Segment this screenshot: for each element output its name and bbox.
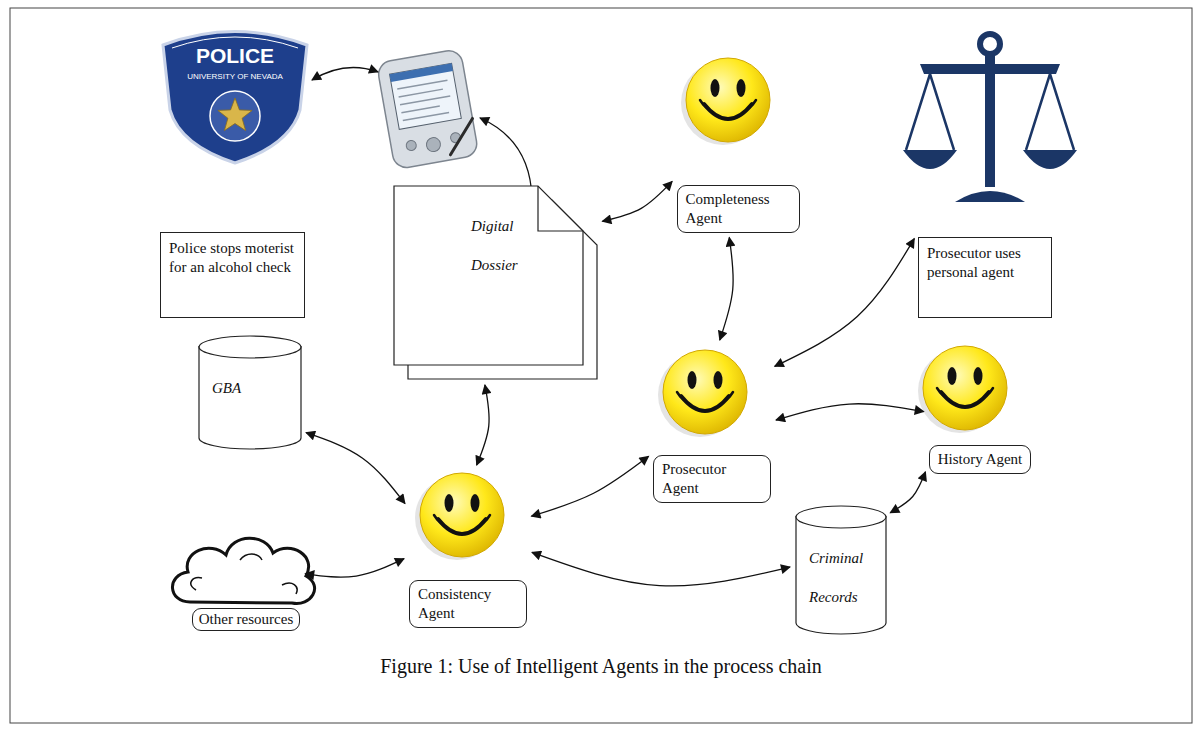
text-box: Prosecutor uses personal agent xyxy=(918,30,1052,318)
scales-of-justice-part xyxy=(1023,150,1077,169)
connector-arrow xyxy=(477,385,490,465)
node-frame: History Agent xyxy=(929,445,1032,474)
connector-arrow xyxy=(531,456,648,516)
connector-arrow xyxy=(602,181,672,221)
connector-arrow xyxy=(720,237,733,340)
node-label: Digital Dossier xyxy=(471,207,541,285)
scales-of-justice-part xyxy=(980,34,1000,54)
cloud-symbol-part xyxy=(191,554,297,594)
agent-smiley xyxy=(918,346,1007,433)
node-frame: Digital Dossier xyxy=(393,185,598,380)
node-label: Prosecutor Agent xyxy=(662,460,762,498)
police-badge-part xyxy=(218,98,252,131)
pda-device-part xyxy=(445,118,478,154)
node-label: Criminal Records xyxy=(809,539,877,617)
node-frame: Consistency Agent xyxy=(409,580,527,628)
cloud-symbol-part xyxy=(172,538,314,603)
document-outline-part xyxy=(538,186,583,231)
police-badge-part xyxy=(210,91,260,141)
connector-arrow xyxy=(305,559,404,578)
cylinder-outline xyxy=(795,505,887,635)
node-frame: GBA xyxy=(198,335,302,450)
scales-of-justice-part xyxy=(985,55,995,187)
police-badge-part xyxy=(163,32,307,164)
node-label: Consistency Agent xyxy=(418,585,518,623)
scales-of-justice-part xyxy=(906,74,1074,150)
node-frame: Completeness Agent xyxy=(677,185,800,233)
agent-smiley xyxy=(415,473,504,560)
cloud-symbol xyxy=(172,538,314,603)
connector-arrow xyxy=(532,552,790,586)
connector-arrow xyxy=(776,404,924,420)
text-box: Police stops moterist for an alcohol che… xyxy=(160,232,305,318)
node-frame: Prosecutor uses personal agent xyxy=(918,237,1052,318)
node-label: Completeness Agent xyxy=(686,190,791,228)
badge-title: POLICE xyxy=(165,44,305,68)
pda-device xyxy=(376,49,478,170)
agent-node: Completeness Agent xyxy=(677,55,800,233)
cylinder-outline-part xyxy=(199,336,301,358)
connector-arrow xyxy=(890,472,925,513)
document-outline xyxy=(393,185,598,380)
agent-node: History Agent xyxy=(929,343,1032,474)
scales-of-justice xyxy=(903,34,1077,202)
pda-device-part xyxy=(405,140,417,152)
node-label: Other resources xyxy=(199,610,294,629)
pda-device-part xyxy=(390,63,453,82)
node-label: History Agent xyxy=(938,450,1023,469)
node-label: Police stops moterist for an alcohol che… xyxy=(169,239,296,277)
agent-node: Consistency Agent xyxy=(409,470,527,628)
cylinder-outline-part xyxy=(796,506,886,528)
scales-of-justice-part xyxy=(903,150,957,169)
pda-device-part xyxy=(390,63,462,129)
resource-node: Other resources xyxy=(192,535,301,631)
cylinder-outline-part xyxy=(199,346,301,449)
document-shape: Digital Dossier xyxy=(393,185,598,380)
pda-link-arrows-part xyxy=(312,68,378,81)
figure-frame xyxy=(10,8,1192,723)
pda-device-part xyxy=(425,137,441,153)
police-badge xyxy=(163,32,307,164)
database-cylinder: GBA xyxy=(198,335,302,450)
figure-caption: Figure 1: Use of Intelligent Agents in t… xyxy=(0,655,1202,678)
agent-smiley xyxy=(658,350,747,437)
agent-node: Prosecutor Agent xyxy=(653,345,771,503)
badge-subtitle: UNIVERSITY OF NEVADA xyxy=(165,72,305,81)
node-frame: Prosecutor Agent xyxy=(653,455,771,503)
agent-smiley xyxy=(681,58,770,145)
cylinder-outline-part xyxy=(796,516,886,634)
database-cylinder: Criminal Records xyxy=(795,505,887,635)
pda-device-part xyxy=(376,49,478,170)
node-label: Prosecutor uses personal agent xyxy=(927,244,1043,282)
node-label: GBA xyxy=(212,369,292,408)
connector-arrow xyxy=(306,433,405,504)
document-outline-part xyxy=(394,186,583,365)
node-frame: Other resources xyxy=(192,608,301,631)
scales-of-justice-part xyxy=(955,191,1025,202)
connector-arrow xyxy=(775,239,915,367)
node-frame: Police stops moterist for an alcohol che… xyxy=(160,232,305,318)
pda-link-arrows xyxy=(312,68,532,199)
pda-device-part xyxy=(397,80,453,120)
node-frame: Criminal Records xyxy=(795,505,887,635)
scales-of-justice-part xyxy=(920,64,1060,74)
